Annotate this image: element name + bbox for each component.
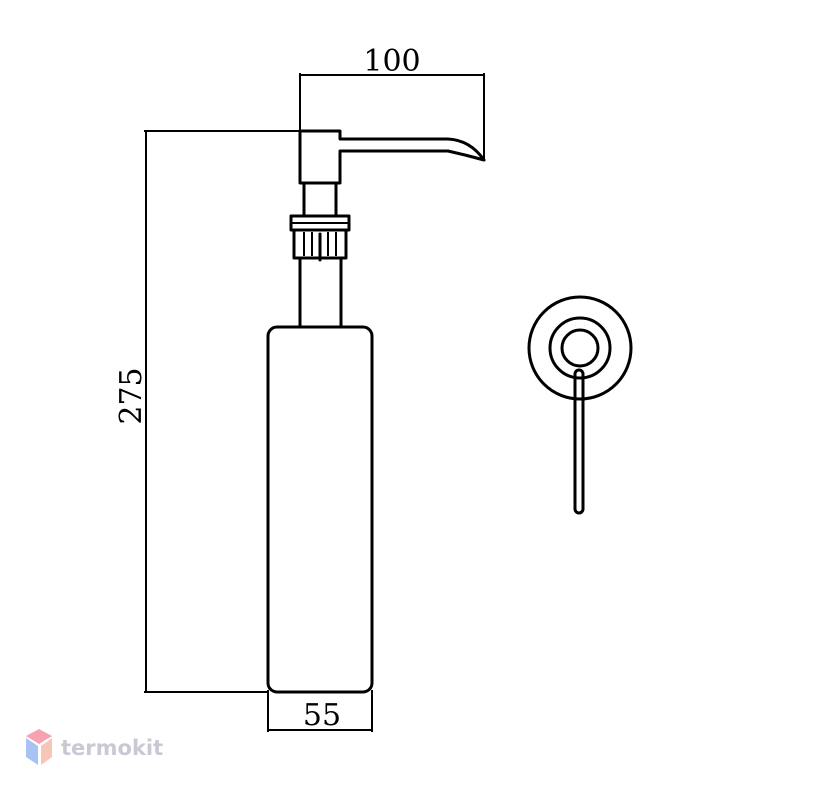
termokit-logo-icon xyxy=(26,729,52,765)
inner-ring xyxy=(560,328,600,368)
dimension-label-275: 275 xyxy=(114,367,149,424)
pump-head-and-spout xyxy=(298,129,486,185)
suction-tube xyxy=(573,368,585,515)
bottle xyxy=(266,325,374,694)
dimension-width-top: 100 xyxy=(299,44,485,160)
middle-ring xyxy=(548,316,612,380)
dimension-height: 275 xyxy=(114,130,300,693)
logo-facet-right xyxy=(41,738,52,765)
dimension-width-bottom: 55 xyxy=(267,690,373,733)
dimension-label-100: 100 xyxy=(363,44,420,79)
watermark-text: termokit xyxy=(61,736,163,760)
watermark: termokit xyxy=(26,729,163,765)
outer-ring xyxy=(527,295,633,401)
pump-neck xyxy=(302,181,338,218)
dimension-label-55: 55 xyxy=(303,698,341,733)
dispenser-top-view xyxy=(527,295,633,515)
dispenser-side-view xyxy=(266,129,486,694)
logo-facet-top xyxy=(26,729,52,744)
logo-facet-left xyxy=(26,738,38,765)
